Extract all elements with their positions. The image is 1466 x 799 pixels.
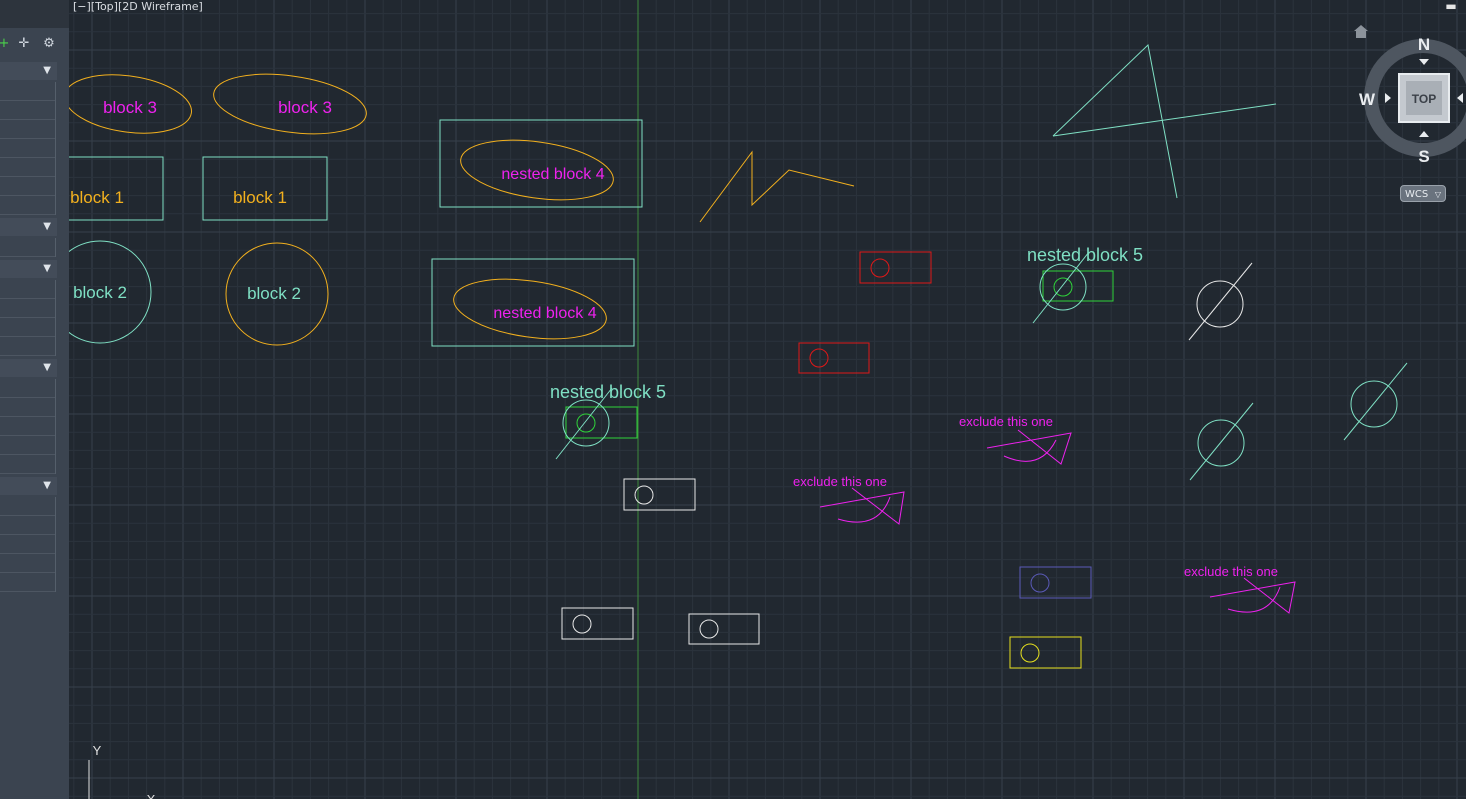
chevron-down-icon: ▼ xyxy=(43,362,51,373)
arrow-up-icon[interactable] xyxy=(1419,131,1429,137)
ucs-icon: Y X xyxy=(88,743,156,799)
palette-section-rows xyxy=(0,238,56,257)
palette-section-rows xyxy=(0,82,56,215)
palette-section-header[interactable]: ▼ xyxy=(0,260,57,278)
nested-block4-top-label: nested block 4 xyxy=(501,166,604,183)
add-icon[interactable]: + xyxy=(0,36,10,51)
drawing-grid xyxy=(69,0,1466,799)
palette-section-header[interactable]: ▼ xyxy=(0,62,57,80)
nested-block5-right[interactable]: nested block 5 xyxy=(1027,245,1143,324)
red-block-1[interactable] xyxy=(859,251,932,284)
slashed-circle-cyan-2[interactable] xyxy=(1343,362,1408,441)
palette-toolbar: + ✛ ⚙ xyxy=(0,34,69,58)
block3-right[interactable]: block 3 xyxy=(210,66,370,143)
arrow-down-icon[interactable] xyxy=(1419,59,1429,65)
chevron-down-icon: ▼ xyxy=(43,480,51,491)
viewcube[interactable]: TOP N S W xyxy=(1354,25,1466,166)
nested-block5-right-label: nested block 5 xyxy=(1027,245,1143,265)
block1-right-label: block 1 xyxy=(233,188,287,207)
wcs-menu[interactable]: WCS ▽ xyxy=(1400,185,1446,202)
nested-block5-left[interactable]: nested block 5 xyxy=(550,382,666,460)
block2-right-label: block 2 xyxy=(247,284,301,303)
palette-section-header[interactable]: ▼ xyxy=(0,477,57,495)
nested-block5-left-label: nested block 5 xyxy=(550,382,666,402)
long-line[interactable] xyxy=(1052,103,1277,137)
palette-titlebar xyxy=(0,0,69,28)
block1-right[interactable]: block 1 xyxy=(202,156,328,221)
zigzag-polyline[interactable] xyxy=(699,150,855,223)
palette-section-rows xyxy=(0,497,56,592)
blue-block[interactable] xyxy=(1019,566,1092,599)
block1-left[interactable]: block 1 xyxy=(40,156,164,221)
palette-section-header[interactable]: ▼ xyxy=(0,359,57,377)
slashed-circle-white[interactable] xyxy=(1188,262,1253,341)
palette-section-rows xyxy=(0,379,56,474)
exclude-block-3-label: exclude this one xyxy=(1184,564,1278,579)
viewport-controls-label[interactable]: [−][Top][2D Wireframe] xyxy=(73,0,203,13)
nested-block4-bottom-label: nested block 4 xyxy=(493,305,596,322)
palette-section-header[interactable]: ▼ xyxy=(0,218,57,236)
ucs-x-label: X xyxy=(147,792,156,799)
nested-block4-top[interactable]: nested block 4 xyxy=(439,119,643,208)
compass-west[interactable]: W xyxy=(1359,90,1376,109)
compass-south[interactable]: S xyxy=(1418,147,1429,166)
block2-left[interactable]: block 2 xyxy=(49,240,152,344)
white-block-1[interactable] xyxy=(623,478,696,511)
block3-left[interactable]: block 3 xyxy=(61,67,196,140)
chevron-down-icon: ▼ xyxy=(43,263,51,274)
settings-icon[interactable]: ⚙ xyxy=(43,36,55,51)
red-block-2[interactable] xyxy=(798,342,870,374)
viewcube-face-label: TOP xyxy=(1412,92,1436,106)
home-icon[interactable] xyxy=(1354,25,1368,38)
white-block-3[interactable] xyxy=(688,613,760,645)
block2-right[interactable]: block 2 xyxy=(225,242,329,346)
block2-left-label: block 2 xyxy=(73,283,127,302)
crosshair-icon[interactable]: ✛ xyxy=(18,36,30,51)
block1-left-label: block 1 xyxy=(70,188,124,207)
block3-right-label: block 3 xyxy=(278,98,332,117)
slashed-circle-cyan-1[interactable] xyxy=(1189,402,1254,481)
exclude-block-2[interactable]: exclude this one xyxy=(793,474,905,525)
compass-north[interactable]: N xyxy=(1418,35,1430,54)
exclude-block-1-label: exclude this one xyxy=(959,414,1053,429)
white-block-2[interactable] xyxy=(561,607,634,640)
block3-left-label: block 3 xyxy=(103,98,157,117)
arrow-right-icon[interactable] xyxy=(1385,93,1391,103)
palette-section-rows xyxy=(0,280,56,356)
exclude-block-3[interactable]: exclude this one xyxy=(1184,564,1296,614)
chevron-down-icon: ▼ xyxy=(43,65,51,76)
chevron-down-icon: ▽ xyxy=(1434,190,1441,199)
ucs-y-label: Y xyxy=(93,743,102,758)
chevron-down-icon: ▼ xyxy=(43,221,51,232)
triangle-polyline[interactable] xyxy=(1052,44,1178,199)
exclude-block-1[interactable]: exclude this one xyxy=(959,414,1072,465)
wcs-label: WCS xyxy=(1405,189,1429,200)
yellow-block[interactable] xyxy=(1009,636,1082,669)
exclude-block-2-label: exclude this one xyxy=(793,474,887,489)
properties-palette: + ✛ ⚙ ▼ ▼ ▼ ▼ ▼ xyxy=(0,0,69,799)
minimize-button[interactable]: ▬ xyxy=(1445,0,1457,13)
nested-block4-bottom[interactable]: nested block 4 xyxy=(431,258,635,347)
arrow-left-icon[interactable] xyxy=(1457,93,1463,103)
